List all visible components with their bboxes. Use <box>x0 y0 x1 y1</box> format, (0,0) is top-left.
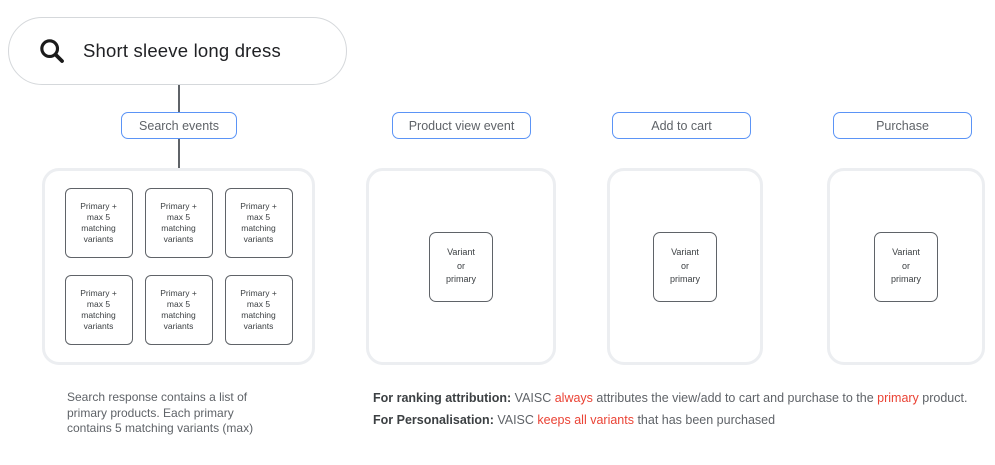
variant-or-primary-box: Variant or primary <box>874 231 938 302</box>
container-purchase: Variant or primary <box>827 168 985 365</box>
label-product-view-event-text: Product view event <box>408 118 515 133</box>
annotation-personalisation: For Personalisation: VAISC keeps all var… <box>373 412 967 428</box>
search-bar: Short sleeve long dress <box>8 17 347 85</box>
label-search-events-text: Search events <box>139 118 219 133</box>
annotation-text: attributes the view/add to cart and purc… <box>592 391 878 405</box>
label-add-to-cart-text: Add to cart <box>651 118 712 133</box>
variant-or-primary-box: Variant or primary <box>429 231 493 302</box>
search-icon <box>38 37 66 65</box>
primary-variant-box: Primary + max 5 matching variants <box>144 275 213 345</box>
label-search-events: Search events <box>121 112 237 139</box>
primary-variant-box: Primary + max 5 matching variants <box>224 188 293 258</box>
annotation-text: VAISC <box>511 391 555 405</box>
annotation-text: keeps all variants <box>537 413 634 427</box>
caption-search-response: Search response contains a list of prima… <box>67 390 254 435</box>
annotation-text: For Personalisation: <box>373 413 494 427</box>
label-purchase-text: Purchase <box>876 118 929 133</box>
label-purchase: Purchase <box>833 112 972 139</box>
annotation-text: product. <box>918 391 968 405</box>
primary-variant-box: Primary + max 5 matching variants <box>64 275 133 345</box>
search-query-text: Short sleeve long dress <box>83 40 281 61</box>
annotation-ranking-attribution: For ranking attribution: VAISC always at… <box>373 390 967 406</box>
container-product-view: Variant or primary <box>366 168 556 365</box>
primary-boxes-grid: Primary + max 5 matching variants Primar… <box>64 188 293 345</box>
label-add-to-cart: Add to cart <box>612 112 751 139</box>
primary-variant-box: Primary + max 5 matching variants <box>144 188 213 258</box>
primary-variant-box: Primary + max 5 matching variants <box>64 188 133 258</box>
annotation-text: always <box>554 391 593 405</box>
container-add-to-cart: Variant or primary <box>607 168 763 365</box>
annotation-text: that has been purchased <box>633 413 776 427</box>
annotations-block: For ranking attribution: VAISC always at… <box>373 390 967 434</box>
variant-or-primary-box: Variant or primary <box>653 231 717 302</box>
annotation-text: For ranking attribution: <box>373 391 512 405</box>
primary-variant-box: Primary + max 5 matching variants <box>224 275 293 345</box>
annotation-text: VAISC <box>493 413 538 427</box>
container-search-events: Primary + max 5 matching variants Primar… <box>42 168 315 365</box>
annotation-text: primary <box>877 391 919 405</box>
label-product-view-event: Product view event <box>392 112 531 139</box>
